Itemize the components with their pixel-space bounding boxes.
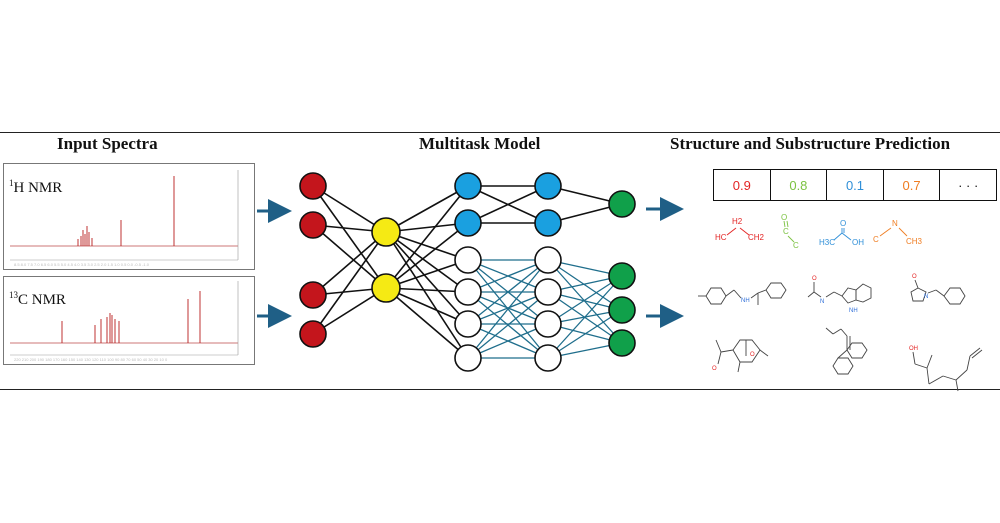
network-edge	[385, 222, 469, 289]
bottom-rule	[0, 389, 1000, 390]
network-node	[608, 296, 636, 324]
network-node	[534, 310, 562, 338]
svg-text:O: O	[750, 352, 755, 358]
network-node	[454, 209, 482, 237]
svg-text:O: O	[712, 366, 717, 372]
score-cell: · · ·	[958, 177, 979, 193]
network-node	[299, 320, 327, 348]
input-arrows	[257, 197, 684, 328]
svg-text:O: O	[812, 276, 817, 282]
network-edge	[385, 231, 469, 325]
fragment-ethyl: H2 HC CH2	[715, 217, 765, 242]
network-node	[534, 278, 562, 306]
network-node	[454, 310, 482, 338]
fragment-carboxyl: O H3C OH	[819, 219, 864, 247]
network-node	[299, 281, 327, 309]
prediction-title: Structure and Substructure Prediction	[670, 134, 951, 153]
network-node	[608, 329, 636, 357]
svg-text:NH: NH	[849, 308, 858, 314]
svg-text:220 210 200 190 180 170 160 15: 220 210 200 190 180 170 160 150 140 130 …	[14, 357, 168, 362]
fragment-amine: N C CH3	[873, 219, 923, 246]
svg-text:C: C	[783, 227, 789, 236]
network-node	[534, 344, 562, 372]
molecule-3: O N	[910, 274, 966, 305]
score-cell: 0.8	[771, 170, 828, 200]
network-edge	[385, 185, 469, 233]
network-edge	[385, 287, 469, 325]
network-edge	[467, 291, 549, 359]
network-edge	[312, 185, 387, 289]
network-edge	[312, 224, 387, 289]
svg-text:O: O	[781, 213, 787, 222]
svg-text:HC: HC	[715, 233, 727, 242]
network-edge	[547, 275, 623, 325]
svg-text:OH: OH	[909, 346, 918, 352]
molecule-2: O N NH	[807, 276, 872, 314]
network-edge	[312, 231, 387, 335]
network-node	[454, 344, 482, 372]
network-edge	[385, 185, 469, 289]
network-edge	[467, 323, 549, 359]
network-node	[534, 172, 562, 200]
network-edge	[467, 259, 549, 359]
network-node	[299, 172, 327, 200]
input-spectra-title: Input Spectra	[57, 134, 158, 153]
network-edge	[385, 287, 469, 359]
substructure-score-table: 0.9 0.8 0.1 0.7 · · ·	[713, 169, 997, 201]
molecule-6: OH	[909, 346, 983, 392]
top-rule	[0, 132, 1000, 133]
svg-text:C: C	[793, 241, 799, 250]
network-node	[454, 172, 482, 200]
network-edge	[385, 231, 469, 293]
network-edge	[547, 259, 623, 311]
fragment-carbonyl: O C C	[781, 213, 799, 250]
svg-text:OH: OH	[852, 238, 864, 247]
svg-text:C: C	[873, 235, 879, 244]
c-nmr-spectrum: 13C NMR 220 210 200 190 180 170 160 150 …	[3, 276, 255, 365]
network-edge	[467, 185, 549, 224]
svg-text:O: O	[912, 274, 917, 280]
network-edge	[385, 231, 469, 359]
c-nmr-label: 13C NMR	[9, 290, 66, 308]
network-edge	[312, 231, 387, 296]
molecule-1: NH	[698, 282, 787, 305]
network-edge	[547, 309, 623, 359]
svg-text:O: O	[840, 219, 846, 228]
svg-text:8.5 8.0 7.5 7.0 6.5 6.0 5.5 5.: 8.5 8.0 7.5 7.0 6.5 6.0 5.5 5.0 4.5 4.0 …	[14, 262, 150, 267]
molecule-5	[825, 327, 868, 375]
h-nmr-plot: 8.5 8.0 7.5 7.0 6.5 6.0 5.5 5.0 4.5 4.0 …	[10, 170, 239, 267]
network-node	[534, 246, 562, 274]
svg-text:N: N	[892, 219, 898, 228]
svg-text:CH2: CH2	[748, 233, 765, 242]
score-cell: 0.1	[827, 170, 884, 200]
score-cell: 0.7	[884, 170, 941, 200]
network-edge	[467, 259, 549, 293]
svg-text:H3C: H3C	[819, 238, 835, 247]
network-node	[371, 273, 401, 303]
network-node	[454, 278, 482, 306]
network-node	[371, 217, 401, 247]
h-nmr-label: 1H NMR	[9, 178, 63, 196]
network-node	[608, 262, 636, 290]
multitask-model-title: Multitask Model	[419, 134, 541, 153]
svg-text:H2: H2	[732, 217, 743, 226]
svg-text:N: N	[924, 294, 928, 300]
network-edge	[467, 259, 549, 325]
svg-text:CH3: CH3	[906, 237, 923, 246]
svg-text:N: N	[820, 299, 824, 305]
network-node	[454, 246, 482, 274]
score-cell: 0.9	[714, 170, 771, 200]
network-nodes	[299, 172, 636, 372]
h-nmr-spectrum: 1H NMR 8.5 8.0 7.5 7.0 6.5 6.0 5.5 5.0 4…	[3, 163, 255, 270]
network-node	[608, 190, 636, 218]
c-nmr-plot: 220 210 200 190 180 170 160 150 140 130 …	[10, 281, 239, 362]
molecule-4: O O	[712, 339, 769, 373]
network-node	[299, 211, 327, 239]
svg-text:NH: NH	[741, 298, 750, 304]
network-node	[534, 209, 562, 237]
network-edge	[547, 275, 623, 359]
